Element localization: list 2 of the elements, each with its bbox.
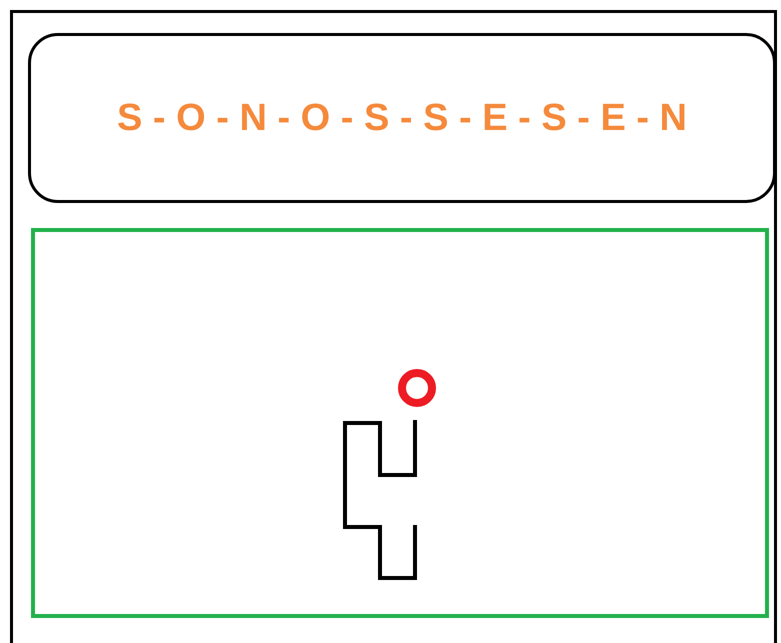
letter-sequence: S - O - N - O - S - S - E - S - E - N xyxy=(117,96,687,140)
rounded-title-box xyxy=(28,33,776,203)
